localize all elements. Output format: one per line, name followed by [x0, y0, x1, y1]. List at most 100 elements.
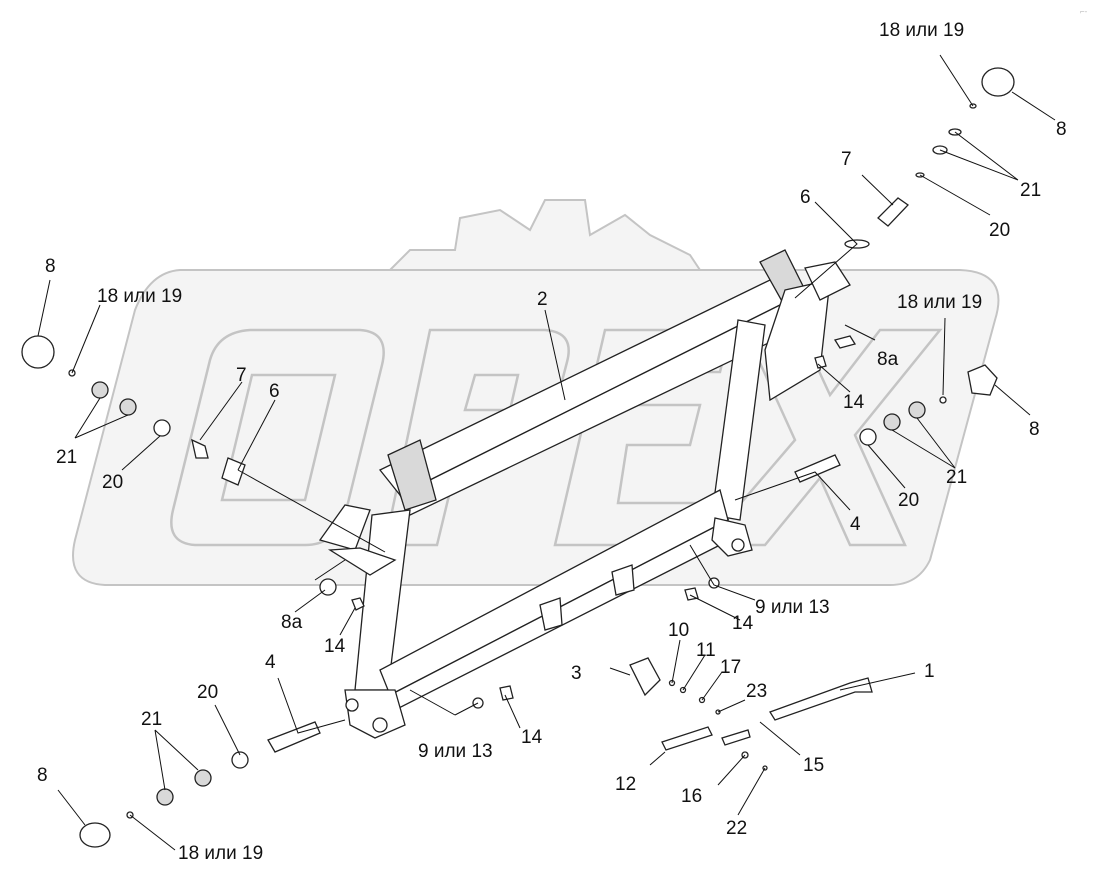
bottom-left-mount — [344, 689, 406, 739]
leader-8-top — [1011, 91, 1056, 121]
cap-8-right — [967, 364, 998, 396]
part-labels: 18 или 19 8 7 21 6 20 8 18 или 19 2 18 и… — [37, 20, 1067, 864]
main-frame — [318, 249, 851, 739]
leader-17 — [701, 671, 723, 701]
leader-21-bottom — [154, 729, 199, 791]
label-4-bottom: 4 — [265, 652, 276, 673]
leader-8a-left-b — [314, 559, 346, 581]
nut-14-left — [351, 597, 365, 611]
label-22: 22 — [726, 818, 747, 839]
bearing-21-right-2 — [883, 413, 901, 431]
cap-8-top — [981, 67, 1015, 97]
label-8-top: 8 — [1056, 119, 1067, 140]
ring-20-right — [859, 428, 877, 446]
bracket-3 — [629, 657, 661, 697]
leader-9-mid — [689, 544, 756, 601]
label-14-right: 14 — [843, 392, 865, 413]
label-18-left: 18 или 19 — [97, 286, 182, 307]
left-socket-plate — [327, 547, 397, 576]
label-8a-left: 8а — [281, 612, 303, 633]
label-21-right: 21 — [946, 467, 967, 488]
leader-1 — [839, 672, 916, 691]
bottom-left-hole — [372, 717, 388, 733]
label-8-right: 8 — [1029, 419, 1040, 440]
label-20-right: 20 — [898, 490, 919, 511]
leader-3 — [609, 667, 631, 676]
label-18-right: 18 или 19 — [897, 292, 982, 313]
label-12: 12 — [615, 774, 636, 795]
leader-6-top — [794, 201, 858, 299]
washer-8a-left — [319, 578, 337, 596]
leader-10 — [671, 639, 681, 684]
leader-12 — [649, 751, 666, 766]
bottom-beam-bracket-2 — [611, 564, 635, 596]
bottom-left-hole-2 — [345, 698, 359, 712]
ring-20-bottom — [231, 751, 249, 769]
leader-22 — [737, 767, 766, 816]
bearing-21-right-1 — [908, 401, 926, 419]
leader-20-bottom — [214, 704, 241, 756]
label-17: 17 — [720, 657, 741, 678]
corner-logo-mark: ⌐‑ — [1080, 7, 1088, 16]
label-9-mid: 9 или 13 — [755, 597, 830, 618]
shaft-4-bottom — [267, 721, 321, 753]
bottom-beam-bracket-1 — [539, 597, 563, 631]
leader-9-bottom — [409, 689, 479, 716]
label-15: 15 — [803, 755, 824, 776]
left-socket — [318, 504, 371, 551]
leader-8-bottom — [57, 789, 86, 826]
label-14-left: 14 — [324, 636, 346, 657]
label-10: 10 — [668, 620, 689, 641]
label-4-right: 4 — [850, 514, 861, 535]
ring-20-left — [153, 419, 171, 437]
pin-15 — [721, 729, 751, 746]
label-21-top: 21 — [1020, 180, 1041, 201]
label-11: 11 — [696, 640, 716, 661]
label-8a-right: 8а — [877, 349, 899, 370]
leader-16 — [717, 754, 746, 786]
label-21-left: 21 — [56, 447, 77, 468]
leader-21-left — [74, 397, 129, 439]
label-23: 23 — [746, 681, 767, 702]
leader-8a-left — [294, 589, 326, 613]
leader-18-top — [939, 54, 974, 107]
bearing-21-bottom-1 — [156, 788, 174, 806]
label-16: 16 — [681, 786, 702, 807]
label-14-bottom: 14 — [521, 727, 543, 748]
label-6-top: 6 — [800, 187, 811, 208]
leader-15 — [759, 721, 801, 756]
label-2: 2 — [537, 289, 548, 310]
leader-18-left — [71, 304, 101, 374]
leader-18-right — [942, 317, 946, 396]
leader-14-right — [817, 363, 851, 393]
leader-7-top — [861, 174, 894, 206]
nut-14-right — [814, 355, 827, 369]
leader-14-left — [339, 607, 356, 636]
cap-8-left — [21, 335, 55, 369]
leader-7-left — [199, 381, 243, 441]
bearing-21-left-2 — [119, 398, 137, 416]
leader-6-left — [237, 399, 276, 471]
leader-20-left — [121, 435, 161, 471]
shaft-7-top — [877, 197, 909, 227]
leader-20-right — [867, 444, 906, 489]
bearing-21-bottom-2 — [194, 769, 212, 787]
label-20-top: 20 — [989, 220, 1010, 241]
label-18-top: 18 или 19 — [879, 20, 964, 41]
left-bracket — [387, 439, 437, 511]
leader-11 — [682, 654, 706, 691]
leader-21-right — [891, 417, 956, 469]
label-8-left: 8 — [45, 256, 56, 277]
label-20-bottom: 20 — [197, 682, 218, 703]
washer-8a-right — [833, 335, 857, 349]
label-7-left: 7 — [236, 365, 247, 386]
label-7-top: 7 — [841, 149, 852, 170]
label-18-bottom: 18 или 19 — [178, 843, 263, 864]
washer-6-left — [221, 457, 246, 486]
leader-6-left-b — [237, 469, 386, 553]
label-20-left: 20 — [102, 472, 123, 493]
leader-18-bottom — [129, 814, 176, 851]
label-6-left: 6 — [269, 381, 280, 402]
label-9-bottom: 9 или 13 — [418, 741, 493, 762]
